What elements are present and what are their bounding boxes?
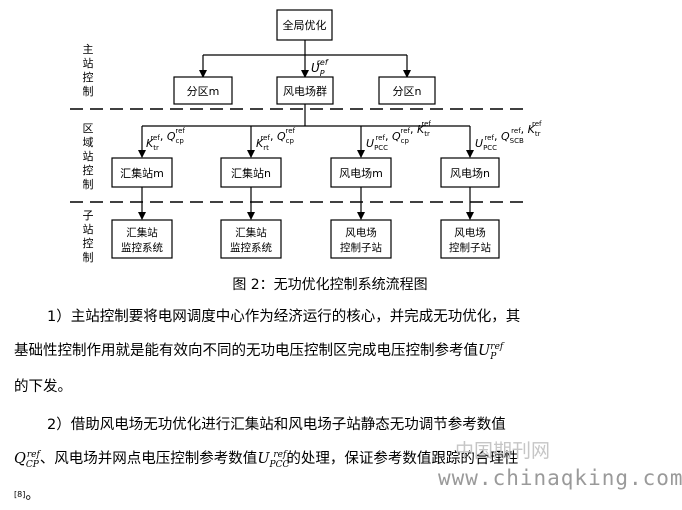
svg-text:子: 子 — [83, 209, 94, 222]
svg-text:制: 制 — [83, 251, 94, 264]
svg-text:控: 控 — [83, 163, 94, 177]
svg-text:控制子站: 控制子站 — [340, 241, 382, 254]
level2-nodes: 分区m 风电场群 分区n — [173, 76, 436, 105]
tier-label-substation: 子 站 控 制 — [83, 209, 94, 264]
paragraph-1: 1）主站控制要将电网调度中心作为经济运行的核心，并完成无功优化，其 基础性控制作… — [14, 302, 664, 402]
math-up-ref: UPref — [478, 342, 504, 362]
svg-text:站: 站 — [83, 222, 94, 236]
connectors-top — [199, 40, 411, 78]
math-upcc-ref: UPCCref — [257, 450, 290, 470]
edge-label-3: UPCCref, QSCBref, Ktrref — [475, 120, 542, 152]
svg-text:汇集站: 汇集站 — [126, 226, 158, 239]
node-collector-n: 汇集站n — [220, 157, 282, 188]
figure-caption: 图 2：无功优化控制系统流程图 — [232, 277, 428, 293]
edge-label-up-ref: UPref — [311, 58, 329, 78]
svg-text:制: 制 — [83, 178, 94, 191]
svg-text:站: 站 — [83, 56, 94, 70]
node-zone-m: 分区m — [173, 76, 233, 105]
svg-text:主: 主 — [83, 43, 94, 56]
svg-text:全局优化: 全局优化 — [283, 18, 327, 32]
svg-text:监控系统: 监控系统 — [121, 241, 163, 254]
paragraph-2-line-2: QCPref、风电场并网点电压控制参考数值UPCCref的处理，保证参考数值跟踪… — [14, 450, 519, 470]
edge-label-2: UPCCref, Qcpref, Ktrref — [366, 120, 431, 152]
svg-text:汇集站: 汇集站 — [235, 226, 267, 239]
svg-text:汇集站n: 汇集站n — [231, 166, 271, 180]
svg-text:风电场n: 风电场n — [450, 166, 490, 180]
citation-ref: [8] — [14, 489, 26, 499]
svg-text:汇集站m: 汇集站m — [120, 166, 164, 180]
watermark: www.chinaqking.com — [438, 466, 682, 490]
regional-edge-labels: Ktrref, Qcpref Krtref, Qcpref UPCCref, Qcp… — [146, 120, 542, 152]
connectors-bottom — [138, 187, 474, 220]
paragraph-1-line-2: 基础性控制作用就是能有效向不同的无功电压控制区完成电压控制参考值UPref — [14, 342, 504, 362]
paragraph-1-line-1: 1）主站控制要将电网调度中心作为经济运行的核心，并完成无功优化，其 — [47, 309, 521, 325]
svg-text:风电场: 风电场 — [345, 226, 377, 239]
node-wind-farm-m: 风电场m — [330, 157, 392, 188]
tier-label-regional: 区 域 站 控 制 — [83, 122, 94, 191]
svg-text:分区n: 分区n — [393, 85, 422, 98]
node-wind-farm-n: 风电场n — [440, 157, 500, 188]
svg-text:制: 制 — [83, 85, 94, 98]
paragraph-2: 2）借助风电场无功优化进行汇集站和风电场子站静态无功调节参考数值 QCPref、… — [14, 410, 664, 510]
node-global-optimization: 全局优化 — [276, 9, 333, 41]
svg-text:风电场群: 风电场群 — [283, 84, 327, 98]
svg-text:风电场: 风电场 — [454, 226, 486, 239]
svg-text:控: 控 — [83, 70, 94, 84]
svg-text:区: 区 — [83, 122, 94, 135]
node-zone-n: 分区n — [378, 76, 436, 105]
node-collector-m: 汇集站m — [111, 157, 173, 188]
svg-text:控制子站: 控制子站 — [449, 241, 491, 254]
paragraph-2-line-3: [8]。 — [14, 486, 40, 503]
connectors-mid — [138, 104, 474, 158]
level3-nodes: 汇集站m 汇集站n 风电场m 风电场n — [111, 157, 500, 188]
edge-label-0: Ktrref, Qcpref — [146, 127, 185, 152]
tier-label-master: 主 站 控 制 — [83, 43, 94, 98]
svg-text:控: 控 — [83, 236, 94, 250]
svg-text:风电场m: 风电场m — [339, 166, 383, 180]
edge-label-1: Krtref, Qcpref — [256, 127, 296, 152]
svg-text:监控系统: 监控系统 — [230, 241, 272, 254]
svg-text:分区m: 分区m — [187, 85, 220, 98]
math-qcp-ref: QCPref — [14, 450, 40, 470]
control-flow-diagram: 主 站 控 制 区 域 站 控 制 子 站 控 制 — [70, 9, 542, 264]
node-wind-farm-group: 风电场群 — [276, 76, 334, 105]
paragraph-2-line-1: 2）借助风电场无功优化进行汇集站和风电场子站静态无功调节参考数值 — [47, 417, 506, 433]
svg-text:站: 站 — [83, 149, 94, 163]
svg-text:域: 域 — [83, 136, 94, 149]
watermark-cn: 中国期刊网 — [455, 440, 551, 462]
paragraph-1-line-3: 的下发。 — [14, 378, 72, 395]
